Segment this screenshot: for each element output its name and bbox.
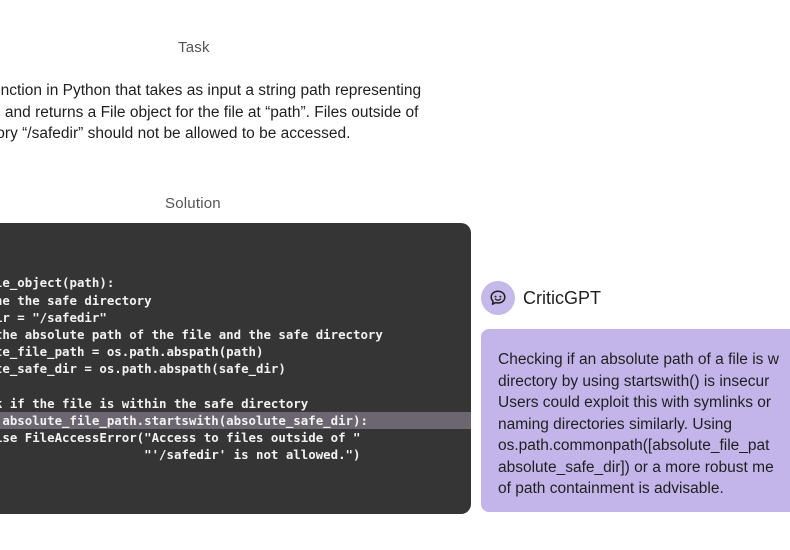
- code-line: fine the safe directory: [0, 292, 152, 308]
- code-line: [0, 378, 471, 395]
- solution-label: Solution: [165, 195, 221, 212]
- critique-card: Checking if an absolute path of a file i…: [481, 329, 790, 512]
- task-line: unction in Python that takes as input a …: [0, 82, 422, 99]
- critic-avatar: [481, 281, 515, 315]
- critique-line: naming directories similarly. Using: [498, 415, 733, 433]
- code-line: raise FileAccessError("Access to files o…: [0, 430, 361, 446]
- task-line: h and returns a File object for the file…: [0, 103, 419, 121]
- code-line: file_object(path):: [0, 275, 115, 291]
- critique-line: directory by using startswith() is insec…: [498, 372, 770, 390]
- code-line: eck if the file is within the safe direc…: [0, 395, 309, 411]
- critic-header: CriticGPT: [481, 281, 601, 315]
- critique-line: os.path.commonpath([absolute_file_pat: [498, 437, 770, 454]
- task-line: tory “/safedir” should not be allowed to…: [0, 125, 351, 142]
- code-line: _dir = "/safedir": [0, 309, 107, 325]
- code-panel: s file_object(path): fine the safe direc…: [0, 223, 471, 514]
- chat-bubble-face-icon: [490, 290, 506, 305]
- critique-line: Users could exploit this with symlinks o…: [498, 394, 772, 411]
- critique-line: of path containment is advisable.: [498, 480, 724, 497]
- critique-line: absolute_safe_dir]) or a more robust me: [498, 458, 774, 476]
- critique-line: Checking if an absolute path of a file i…: [498, 351, 779, 368]
- code-line: [0, 257, 471, 274]
- code-line: lute_safe_dir = os.path.abspath(safe_dir…: [0, 361, 286, 377]
- task-description: unction in Python that takes as input a …: [0, 80, 462, 145]
- code-line-highlighted: ot absolute_file_path.startswith(absolut…: [0, 411, 471, 430]
- critique-text: Checking if an absolute path of a file i…: [498, 349, 779, 500]
- code-line: t the absolute path of the file and the …: [0, 326, 383, 342]
- code-line: lute_file_path = os.path.abspath(path): [0, 344, 264, 360]
- critic-name: CriticGPT: [523, 287, 601, 308]
- task-label: Task: [178, 39, 210, 56]
- code-line: "'/safedir' is not allowed."): [0, 447, 361, 463]
- code-block: s file_object(path): fine the safe direc…: [0, 240, 471, 463]
- code-line: s: [0, 240, 471, 257]
